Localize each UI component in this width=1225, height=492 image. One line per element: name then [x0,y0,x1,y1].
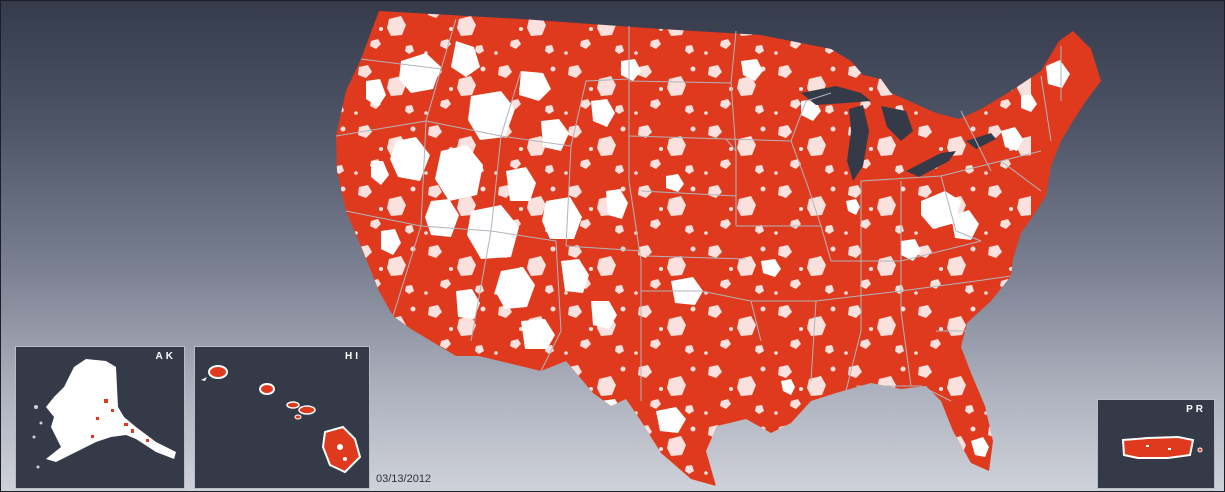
puerto-rico-label: PR [1186,404,1206,415]
state-borders [335,18,1062,402]
hawaii-label: HI [345,351,361,362]
puerto-rico-inset: PR [1097,399,1215,489]
hawaii-inset: HI [194,346,370,489]
puerto-rico-map [1121,435,1203,459]
hawaii-islands [201,365,362,474]
puerto-rico-shape [1121,435,1195,459]
alaska-inset: AK [15,346,185,489]
hawaii-map [201,365,362,474]
alaska-map [32,359,176,469]
map-date: 03/13/2012 [376,473,432,485]
alaska-label: AK [155,351,176,362]
great-lakes [801,86,996,181]
